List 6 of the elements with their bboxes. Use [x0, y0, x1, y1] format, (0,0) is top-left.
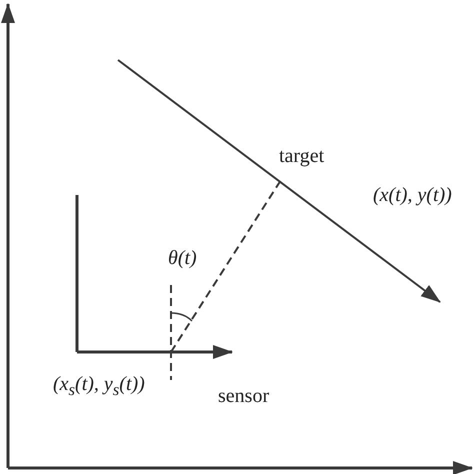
- target-label: target: [279, 146, 324, 166]
- angle-label: θ(t): [168, 248, 197, 268]
- dashed-line: [170, 179, 282, 353]
- coordinate-label: (x(t), y(t)): [373, 185, 452, 205]
- sensor-label: sensor: [218, 386, 270, 406]
- coordinate-label: (x$_{s}$(t), y$_{s}$(t)): [53, 374, 145, 399]
